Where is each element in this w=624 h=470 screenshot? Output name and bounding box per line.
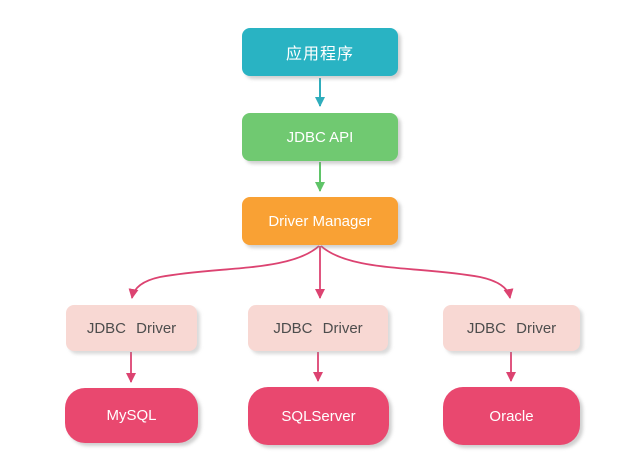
node-jdbc-driver-left: JDBC Driver — [66, 305, 197, 351]
node-jdbc-driver-middle: JDBC Driver — [248, 305, 388, 351]
node-application-label: 应用程序 — [285, 46, 354, 63]
node-mysql-label: MySQL — [106, 407, 157, 424]
node-jdbc-driver-middle-label: JDBC Driver — [273, 319, 363, 337]
node-driver-manager-label: Driver Manager — [268, 212, 372, 230]
node-jdbc-driver-right: JDBC Driver — [443, 305, 580, 351]
node-mysql: MySQL — [65, 388, 198, 443]
node-oracle: Oracle — [443, 387, 580, 445]
node-jdbc-api: JDBC API — [242, 113, 398, 161]
node-jdbc-driver-left-label: JDBC Driver — [86, 319, 177, 337]
node-oracle-label: Oracle — [489, 407, 534, 425]
edge-driver-manager-to-jdbc-driver-left — [128, 245, 320, 299]
edge-driver-manager-to-jdbc-driver-right — [320, 245, 514, 299]
node-driver-manager: Driver Manager — [242, 197, 398, 245]
node-sqlserver-label: SQLServer — [281, 407, 356, 425]
node-jdbc-api-label: JDBC API — [286, 128, 354, 146]
node-jdbc-driver-right-label: JDBC Driver — [466, 319, 557, 337]
node-application: 应用程序 — [242, 28, 398, 76]
node-sqlserver: SQLServer — [248, 387, 389, 445]
